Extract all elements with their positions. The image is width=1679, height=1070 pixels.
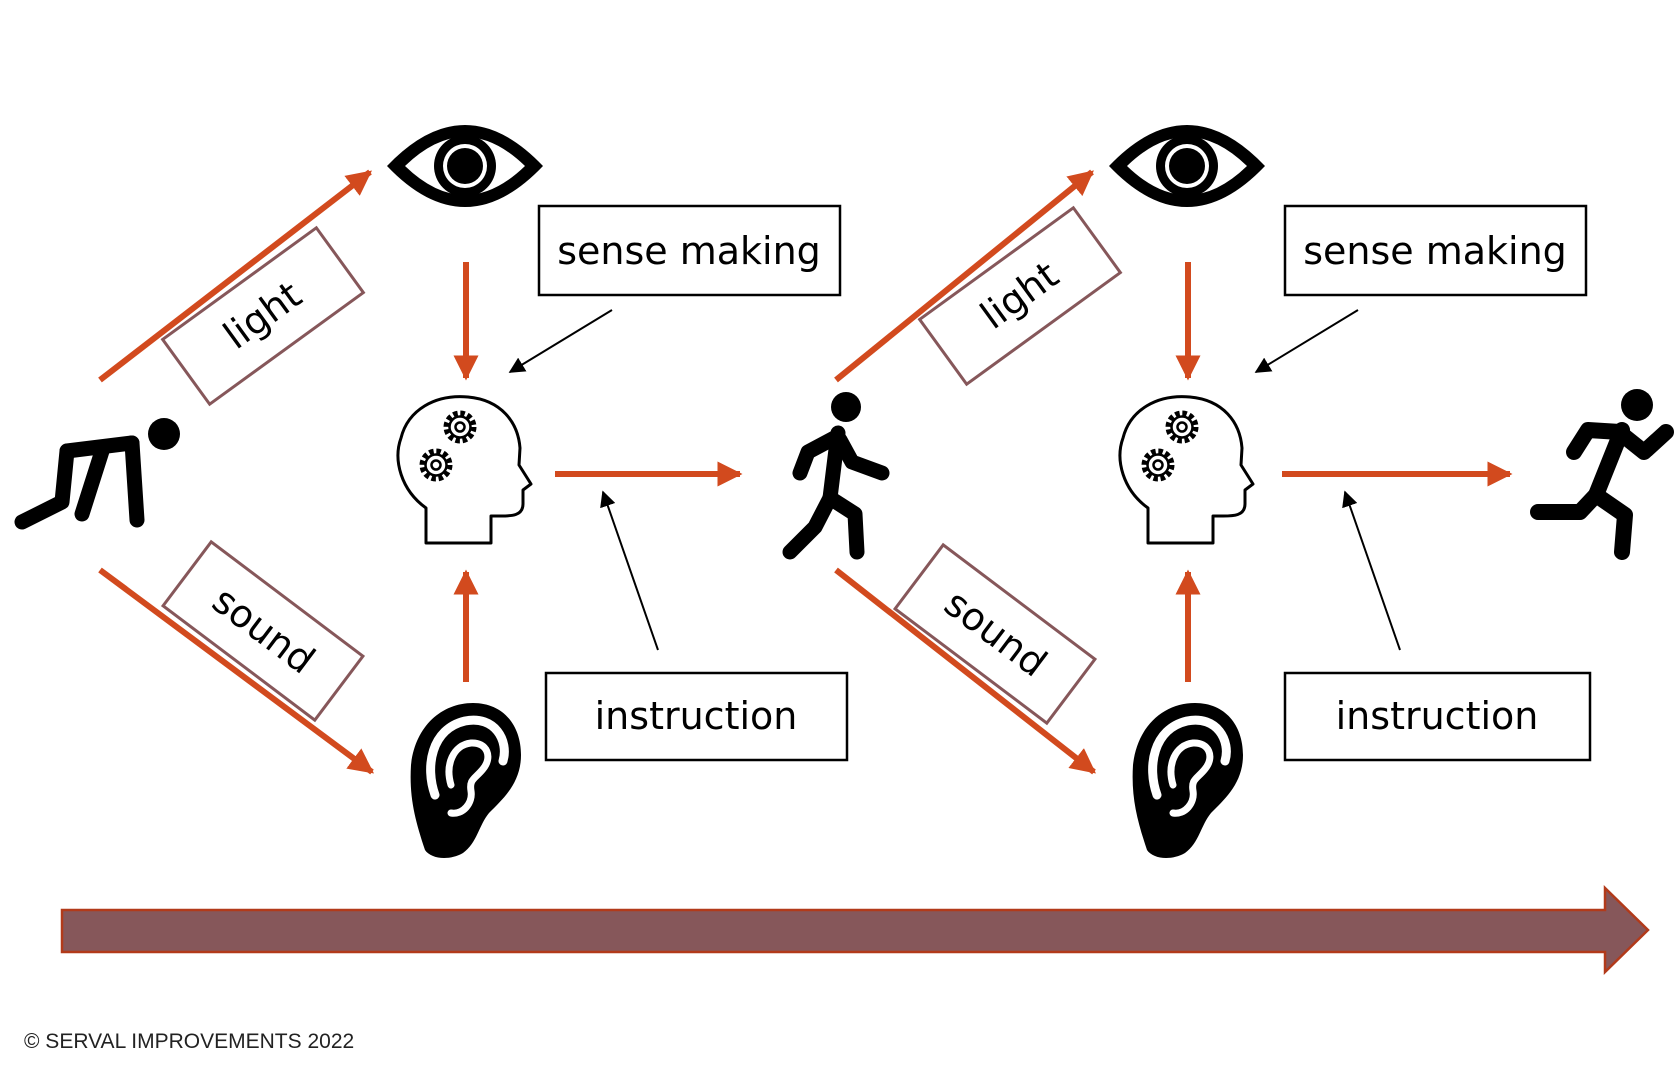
sound-flow-arrow [834, 567, 1096, 775]
copyright-text: © SERVAL IMPROVEMENTS 2022 [24, 1030, 354, 1053]
sense-making-box: sense making [1283, 204, 1588, 297]
instruction-label: instruction [1336, 694, 1539, 738]
sense-making-label: sense making [557, 229, 821, 273]
light-flow-arrow [98, 169, 372, 383]
instruction-box: instruction [544, 671, 849, 762]
sound-flow-arrow [98, 567, 375, 775]
sense-making-box: sense making [537, 204, 842, 297]
walking-person-icon [782, 392, 890, 560]
ear-icon [1133, 703, 1243, 858]
running-person-icon [1530, 389, 1674, 560]
instruction-pointer [1342, 490, 1401, 651]
sense-making-pointer [1254, 309, 1359, 373]
brain-gears-icon [1120, 397, 1253, 543]
sense-making-pointer [508, 309, 613, 373]
sense-making-label: sense making [1303, 229, 1567, 273]
instruction-label: instruction [595, 694, 798, 738]
light-tag: light [917, 205, 1123, 387]
eye-icon [1109, 125, 1265, 207]
brain-gears-icon [398, 397, 531, 543]
instruction-pointer [600, 490, 659, 651]
instruction-box: instruction [1283, 671, 1592, 762]
ear-icon [411, 703, 521, 858]
eye-icon [387, 125, 543, 207]
timeline-arrow [60, 885, 1650, 975]
light-flow-arrow [834, 169, 1094, 383]
crouching-runner-icon [14, 418, 180, 530]
